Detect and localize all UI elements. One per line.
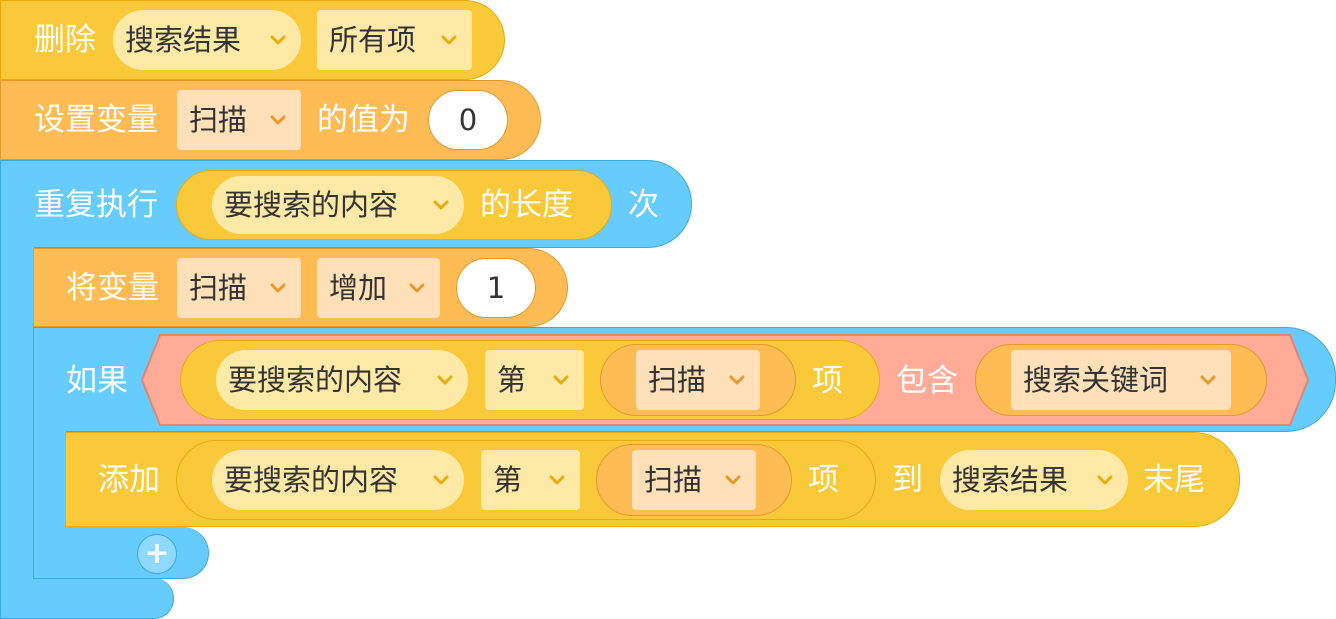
if-index-variable-value: 扫描	[648, 363, 707, 397]
length-list-dropdown[interactable]: 要搜索的内容	[212, 176, 464, 234]
add-item-suffix: 项	[808, 462, 839, 498]
if-item-dropdown[interactable]: 第	[485, 350, 584, 410]
delete-list-dropdown[interactable]: 搜索结果	[113, 10, 301, 70]
if-item-dropdown-value: 第	[497, 363, 527, 397]
delete-list-dropdown-value: 搜索结果	[125, 23, 242, 57]
add-item-dropdown[interactable]: 第	[481, 450, 580, 510]
add-item-dropdown-value: 第	[493, 463, 523, 497]
keyword-variable-dropdown[interactable]: 搜索关键词	[1011, 350, 1231, 410]
chevron-down-icon	[270, 35, 286, 45]
chevron-down-icon	[729, 375, 745, 385]
repeat-block-footer	[0, 578, 174, 619]
chevron-down-icon	[1097, 475, 1113, 485]
plus-icon: +	[144, 536, 170, 571]
chevron-down-icon	[553, 375, 569, 385]
add-source-list-dropdown[interactable]: 要搜索的内容	[212, 450, 464, 510]
add-source-list-value: 要搜索的内容	[224, 463, 399, 497]
if-list-dropdown[interactable]: 要搜索的内容	[216, 350, 468, 410]
chevron-down-icon	[549, 475, 565, 485]
end-label: 末尾	[1143, 462, 1205, 498]
chevron-down-icon	[270, 115, 286, 125]
if-list-dropdown-value: 要搜索的内容	[228, 363, 403, 397]
change-mode-dropdown-value: 增加	[329, 271, 388, 305]
add-block-button[interactable]: +	[137, 534, 177, 574]
add-target-list-value: 搜索结果	[952, 463, 1069, 497]
if-block-arm	[33, 424, 66, 534]
change-variable-label: 将变量	[66, 270, 159, 306]
set-variable-dropdown[interactable]: 扫描	[177, 90, 301, 150]
length-list-dropdown-value: 要搜索的内容	[224, 188, 399, 222]
chevron-down-icon	[433, 200, 449, 210]
keyword-variable-value: 搜索关键词	[1023, 363, 1169, 397]
add-to-list-label: 添加	[98, 462, 160, 498]
repeat-block-arm	[0, 240, 34, 582]
if-block-footer	[33, 527, 209, 579]
set-variable-dropdown-value: 扫描	[189, 103, 248, 137]
change-variable-dropdown[interactable]: 扫描	[177, 258, 301, 318]
change-variable-dropdown-value: 扫描	[189, 271, 248, 305]
contains-label: 包含	[896, 363, 958, 399]
add-index-variable-dropdown[interactable]: 扫描	[632, 450, 756, 510]
times-label: 次	[628, 187, 659, 223]
change-variable-value-input[interactable]: 1	[456, 258, 536, 318]
add-index-variable-value: 扫描	[644, 463, 703, 497]
chevron-down-icon	[409, 283, 425, 293]
add-target-list-dropdown[interactable]: 搜索结果	[940, 450, 1128, 510]
delete-label: 删除	[34, 22, 96, 58]
chevron-down-icon	[437, 375, 453, 385]
set-variable-label: 设置变量	[34, 102, 158, 138]
chevron-down-icon	[433, 475, 449, 485]
set-variable-value-input[interactable]: 0	[428, 90, 508, 150]
to-label: 到	[892, 462, 923, 498]
chevron-down-icon	[1200, 375, 1216, 385]
if-item-suffix: 项	[812, 363, 843, 399]
chevron-down-icon	[725, 475, 741, 485]
delete-item-dropdown-value: 所有项	[329, 23, 417, 57]
repeat-label: 重复执行	[34, 187, 158, 223]
set-variable-value-label: 的值为	[317, 102, 410, 138]
if-index-variable-dropdown[interactable]: 扫描	[636, 350, 760, 410]
chevron-down-icon	[441, 35, 457, 45]
delete-item-dropdown[interactable]: 所有项	[317, 10, 472, 70]
change-mode-dropdown[interactable]: 增加	[317, 258, 440, 318]
length-label: 的长度	[480, 187, 573, 223]
if-label: 如果	[66, 363, 128, 399]
chevron-down-icon	[270, 283, 286, 293]
